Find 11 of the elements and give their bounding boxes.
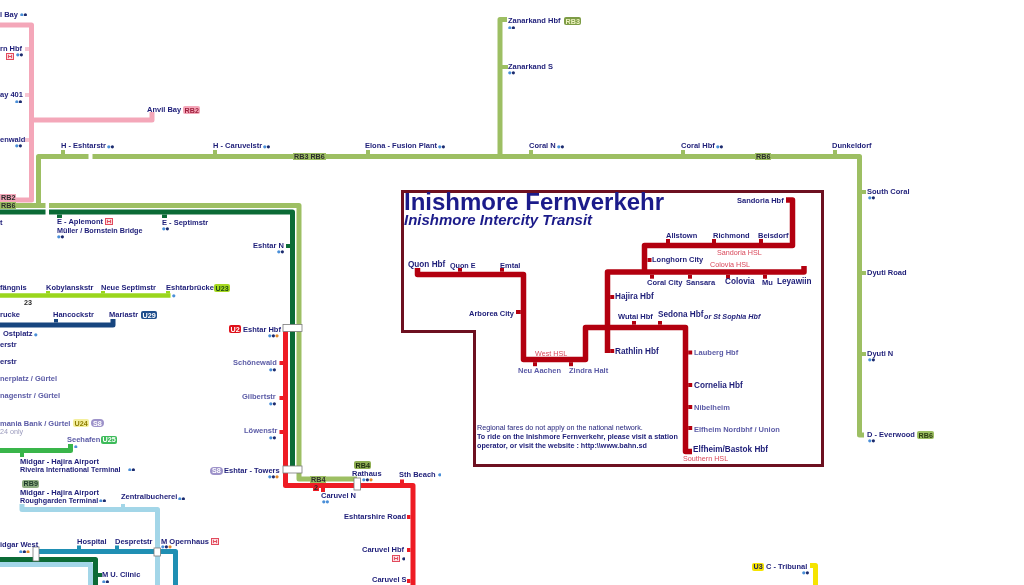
station-name: Leyawiin <box>777 278 812 287</box>
station-name: Colovia <box>725 278 755 287</box>
station-name: Cornelia Hbf <box>694 382 743 391</box>
station-name: Quon Hbf <box>408 261 446 270</box>
station-name: Rathlin Hbf <box>615 348 659 357</box>
station-name: Elfheim/Bastok Hbf <box>693 446 769 455</box>
map-title: Inishmore Fernverkehr <box>404 190 665 214</box>
station-name: Sedona Hbf <box>658 311 704 320</box>
map-subtitle: Inishmore Intercity Transit <box>404 212 593 227</box>
station-name: Hajira Hbf <box>615 293 654 302</box>
inset-panel <box>401 190 824 467</box>
